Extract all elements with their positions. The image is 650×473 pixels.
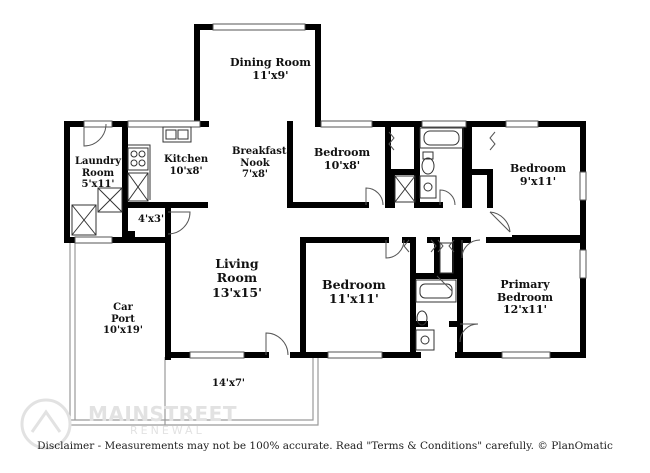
walls (64, 24, 586, 360)
room-kitchen: Kitchen 10'x8' (164, 154, 208, 177)
disclaimer-text: Disclaimer - Measurements may not be 100… (37, 440, 613, 452)
windows (74, 23, 587, 359)
watermark-sub: RENEWAL (130, 424, 205, 437)
outdoor-outlines (69, 240, 319, 426)
room-bedroom-c: Bedroom 11'x11' (322, 277, 386, 307)
room-name: Breakfast Nook (232, 146, 287, 169)
room-primary-bedroom: Primary Bedroom 12'x11' (490, 278, 560, 317)
room-dimensions: 13'x15' (212, 284, 262, 300)
room-dimensions: 5'x11' (81, 179, 115, 190)
room-breakfast-nook: Breakfast Nook 7'x8' (232, 146, 287, 181)
room-name: Car Port (111, 302, 135, 325)
room-name: Bedroom (322, 277, 386, 292)
room-name: Laundry Room (74, 156, 122, 179)
fixtures (71, 126, 464, 351)
room-dimensions: 14'x7' (212, 378, 245, 389)
room-name: Primary Bedroom (496, 278, 554, 304)
area-carport: Car Port 10'x19' (100, 302, 146, 337)
room-dimensions: 10'x19' (103, 325, 143, 336)
watermark-brand: MAINSTREET (88, 402, 237, 426)
room-living: Living Room 13'x15' (212, 256, 262, 300)
room-bedroom-b: Bedroom 9'x11' (510, 162, 567, 188)
room-dimensions: 10'x8' (323, 158, 361, 172)
room-name: Living Room (215, 256, 259, 286)
room-dimensions: 10'x8' (169, 165, 203, 177)
room-name: Dining Room (230, 56, 311, 69)
room-dimensions: 9'x11' (519, 174, 557, 188)
watermark-logo-icon (20, 398, 72, 450)
room-dimensions: 4'x3' (138, 214, 165, 225)
room-closet-small: 4'x3' (138, 214, 164, 226)
room-dimensions: 12'x11' (503, 303, 547, 317)
room-name: Bedroom (510, 162, 567, 175)
room-dimensions: 11'x9' (252, 68, 289, 82)
room-dimensions: 11'x11' (328, 291, 379, 307)
room-bedroom-a: Bedroom 10'x8' (314, 146, 371, 172)
room-laundry: Laundry Room 5'x11' (73, 156, 123, 191)
room-dimensions: 7'x8' (241, 169, 268, 180)
room-name: Bedroom (314, 146, 371, 159)
room-name: Kitchen (164, 154, 209, 165)
room-dining: Dining Room 11'x9' (230, 56, 311, 82)
doors (83, 123, 511, 356)
area-patio: 14'x7' (212, 378, 245, 390)
